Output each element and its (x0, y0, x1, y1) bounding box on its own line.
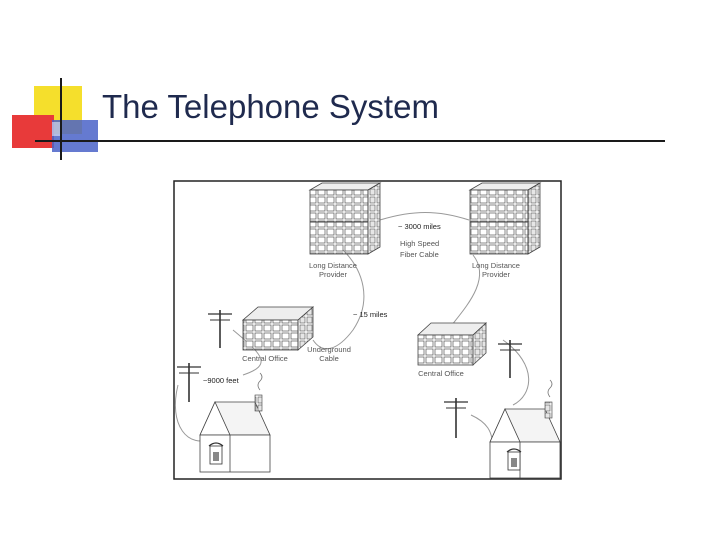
label-underground-cable-1: Underground (307, 345, 351, 354)
label-long-distance-right-2: Provider (482, 270, 510, 279)
telephone-network-diagram: Long Distance Provider Long Distance Pro… (173, 180, 562, 480)
label-fiber-cable-1: High Speed (400, 239, 439, 248)
long-distance-building-left (310, 183, 380, 254)
label-long-distance-left-2: Provider (319, 270, 347, 279)
central-office-building-right (418, 323, 486, 365)
title-divider (35, 140, 665, 142)
long-distance-building-right (470, 183, 540, 254)
label-long-distance-left-1: Long Distance (309, 261, 357, 270)
central-office-building-left (243, 307, 313, 350)
phone-icon-left (209, 443, 223, 464)
label-underground-cable-2: Cable (319, 354, 339, 363)
logo-red-block (12, 115, 54, 148)
label-fiber-cable-2: Fiber Cable (400, 250, 439, 259)
label-distance-9000-feet: ~9000 feet (203, 376, 240, 385)
label-central-office-left: Central Office (242, 354, 288, 363)
phone-icon-right (507, 449, 521, 470)
page-title: The Telephone System (102, 88, 439, 126)
label-distance-15-miles: ~ 15 miles (353, 310, 388, 319)
label-long-distance-right-1: Long Distance (472, 261, 520, 270)
label-central-office-right: Central Office (418, 369, 464, 378)
label-distance-3000-miles: ~ 3000 miles (398, 222, 441, 231)
